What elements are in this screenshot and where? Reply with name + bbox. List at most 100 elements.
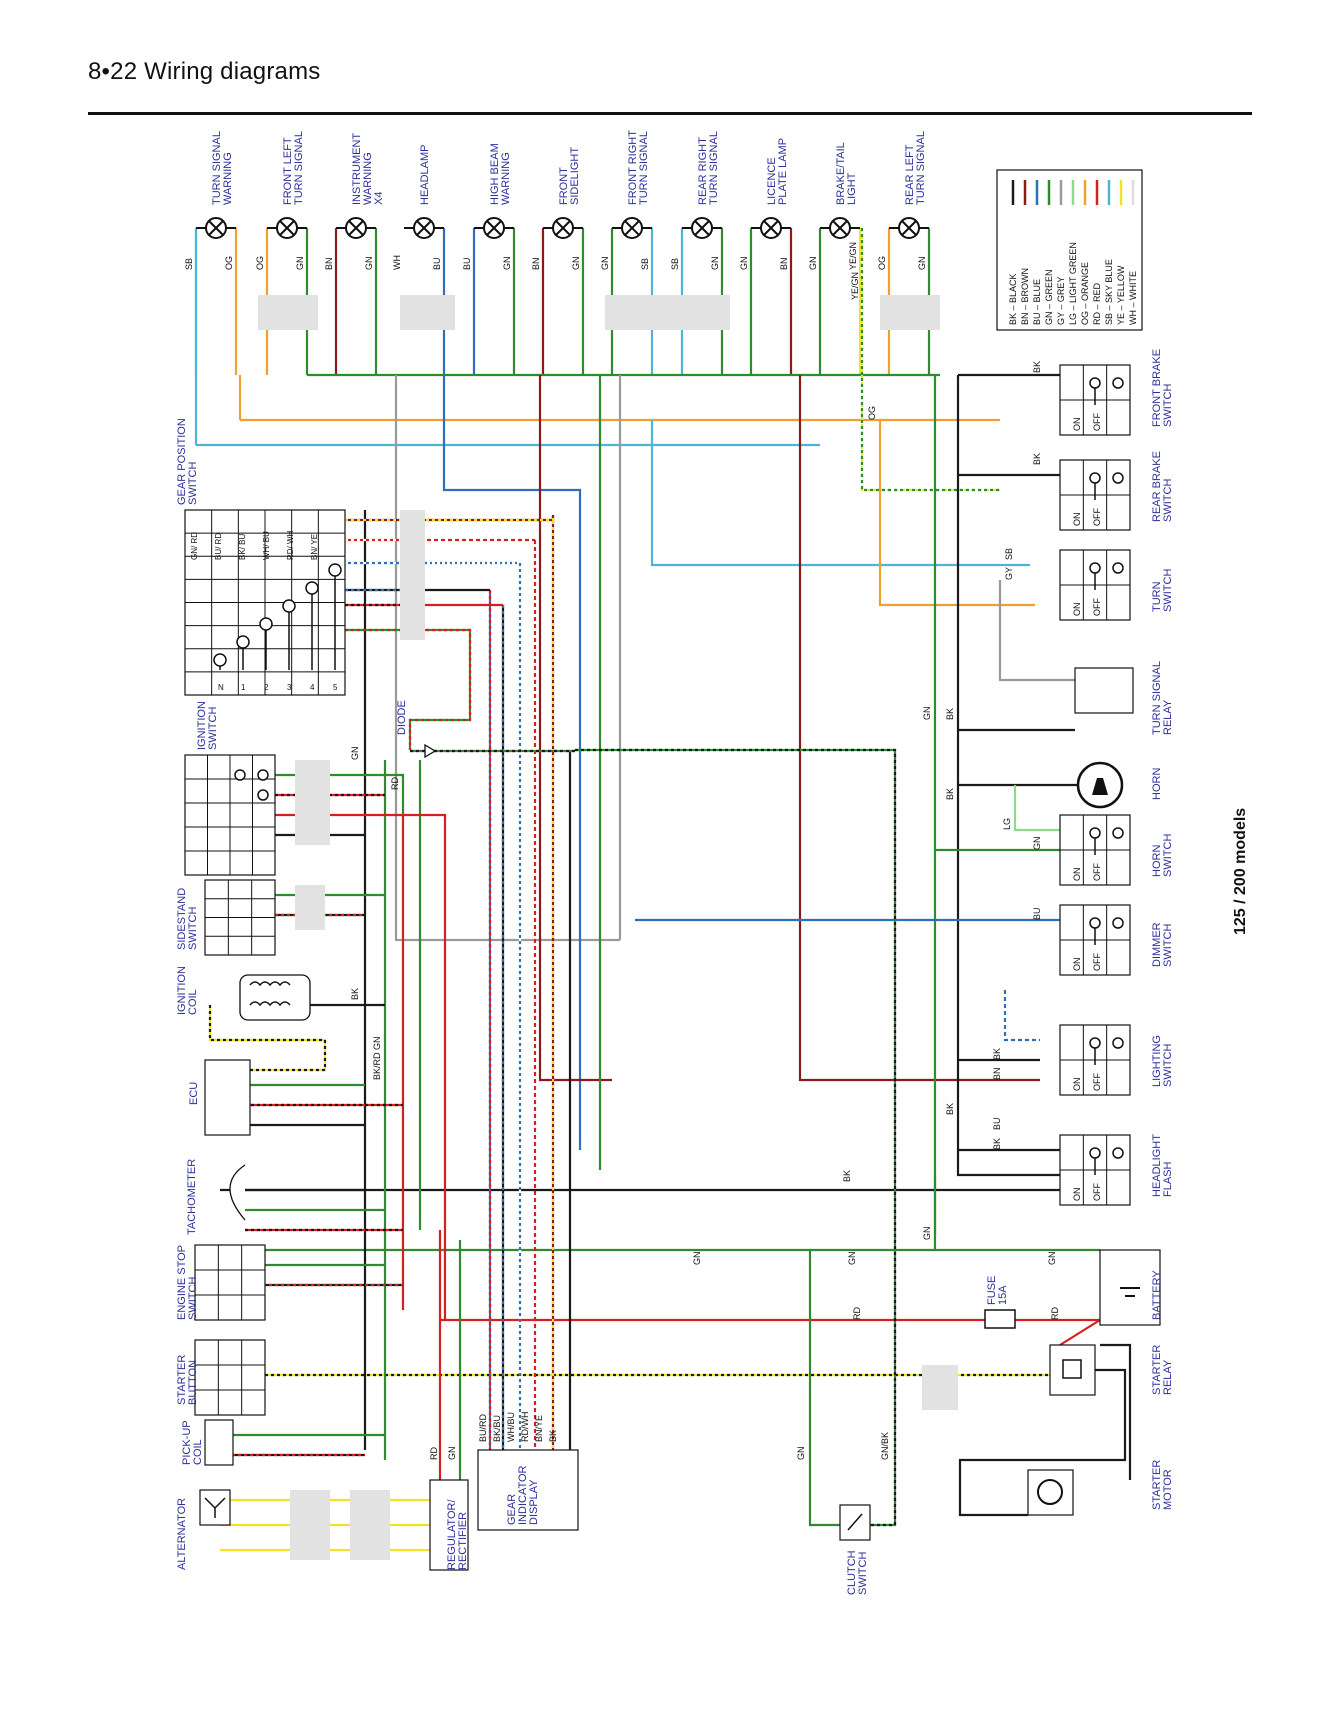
lamp-cross xyxy=(763,220,779,236)
legend-entry: GN – GREEN xyxy=(1044,269,1054,325)
rear-brake-label-line: SWITCH xyxy=(1162,479,1174,522)
wire-stripe xyxy=(860,228,1000,492)
ignition-coil-label-line: COIL xyxy=(187,989,199,1015)
ignition-label-line: SWITCH xyxy=(207,707,219,750)
wire-stripe xyxy=(408,628,472,750)
lamp-cross xyxy=(694,220,710,236)
headlight-flash-label-line: FLASH xyxy=(1162,1161,1174,1197)
sb-turn-switch xyxy=(650,420,1030,567)
wire-layer xyxy=(194,228,1132,1560)
horn-icon-shape xyxy=(1092,778,1108,795)
gear-contact xyxy=(328,563,342,577)
starter-button-box-frame xyxy=(194,1339,266,1416)
tachometer-icon xyxy=(229,1164,246,1221)
ign-contact xyxy=(257,789,269,801)
pickup-coil-label-line: COIL xyxy=(192,1439,204,1465)
wire-label: GN xyxy=(922,707,932,721)
legend-entry: GY – GREY xyxy=(1056,277,1066,325)
lighting-contact xyxy=(1112,1037,1124,1049)
gear-indicator-label-line: INDICATOR xyxy=(517,1465,529,1525)
horn-switch-contact xyxy=(1089,827,1101,839)
instrument-label-line: WARNING xyxy=(362,152,374,205)
wire-label: GN xyxy=(710,257,720,271)
wire-label: ON xyxy=(1072,513,1082,527)
front-left-lamp-icon xyxy=(267,217,307,239)
wire-label: BK xyxy=(1032,361,1042,373)
turn-warning-lamp-icon xyxy=(196,217,236,239)
wire-label: BU xyxy=(462,257,472,270)
front-right-lamp-icon xyxy=(612,217,652,239)
wire-label: RD/WH xyxy=(520,1412,530,1443)
wire-label: BU xyxy=(432,257,442,270)
wire-label: OFF xyxy=(1092,953,1102,971)
wire-label: SB xyxy=(640,258,650,270)
legend-entry: RD – RED xyxy=(1092,282,1102,325)
engine-stop-label-line: SWITCH xyxy=(187,1277,199,1320)
wire-label: SB xyxy=(184,258,194,270)
wire-label: ON xyxy=(1072,1078,1082,1092)
wire-label: YE/GN xyxy=(850,272,860,300)
regulator-label: REGULATOR/RECTIFIER xyxy=(446,1499,469,1570)
instrument-label-line: X4 xyxy=(373,192,385,205)
ign-contact xyxy=(234,769,246,781)
wire-label: WH/BU xyxy=(506,1412,516,1442)
connector xyxy=(258,295,318,330)
diode-label-line: DIODE xyxy=(396,700,408,735)
brown-wire-tail xyxy=(798,375,1040,1082)
wire-label: BK xyxy=(1032,453,1042,465)
sidestand-label-line: SIDESTAND xyxy=(176,888,188,950)
wire-stripe xyxy=(208,1005,327,1072)
wire-label: OG xyxy=(867,406,877,420)
gy-relay xyxy=(998,580,1075,682)
lamp-cross xyxy=(555,220,571,236)
gear-row-label: N xyxy=(218,683,224,692)
rear-brake-label-line: REAR BRAKE xyxy=(1151,451,1163,522)
gear-row-label: 1 xyxy=(241,683,246,692)
lamp-cross xyxy=(348,220,364,236)
turn-relay-label-line: TURN SIGNAL xyxy=(1151,661,1163,735)
wire-label: OG xyxy=(877,256,887,270)
gear-col-label: GN/ RD xyxy=(190,532,199,560)
wire-label: GN xyxy=(372,1037,382,1051)
starter-button-label-line: BUTTON xyxy=(187,1360,199,1405)
wire-label: GN xyxy=(796,1447,806,1461)
lamp-cross xyxy=(279,220,295,236)
horn-switch-label-line: HORN xyxy=(1151,845,1163,877)
turn-warning-label-line: WARNING xyxy=(222,152,234,205)
fuse-label-line: 15A xyxy=(997,1285,1009,1305)
gear-row-label: 4 xyxy=(310,683,315,692)
horn-switch-label-line: SWITCH xyxy=(1162,834,1174,877)
turn-switch-contact xyxy=(1089,562,1101,574)
bu-wh-dimmer xyxy=(1003,990,1040,1042)
battery-label-line: BATTERY xyxy=(1151,1270,1163,1320)
wire-label: OFF xyxy=(1092,508,1102,526)
wire-label: YE/GN xyxy=(848,242,858,270)
wire-label: GN xyxy=(571,257,581,271)
headlamp-label-line: HEADLAMP xyxy=(419,144,431,205)
gear-indicator-label-line: GEAR xyxy=(506,1494,518,1525)
red-relay xyxy=(1059,1319,1101,1346)
alternator-label: ALTERNATOR xyxy=(176,1498,188,1570)
rear-brake-contact xyxy=(1112,472,1124,484)
wire-label: BK xyxy=(842,1170,852,1182)
gear-contact xyxy=(259,617,273,631)
rear-left-label-line: TURN SIGNAL xyxy=(915,131,927,205)
ecu-label: ECU xyxy=(188,1082,200,1105)
licence-label-line: PLATE LAMP xyxy=(777,138,789,205)
wire-label: ON xyxy=(1072,418,1082,432)
page-title: 8•22 Wiring diagrams xyxy=(88,58,321,85)
gear-col-label: BN/ YE xyxy=(310,534,319,560)
wire-label: GN xyxy=(447,1447,457,1461)
